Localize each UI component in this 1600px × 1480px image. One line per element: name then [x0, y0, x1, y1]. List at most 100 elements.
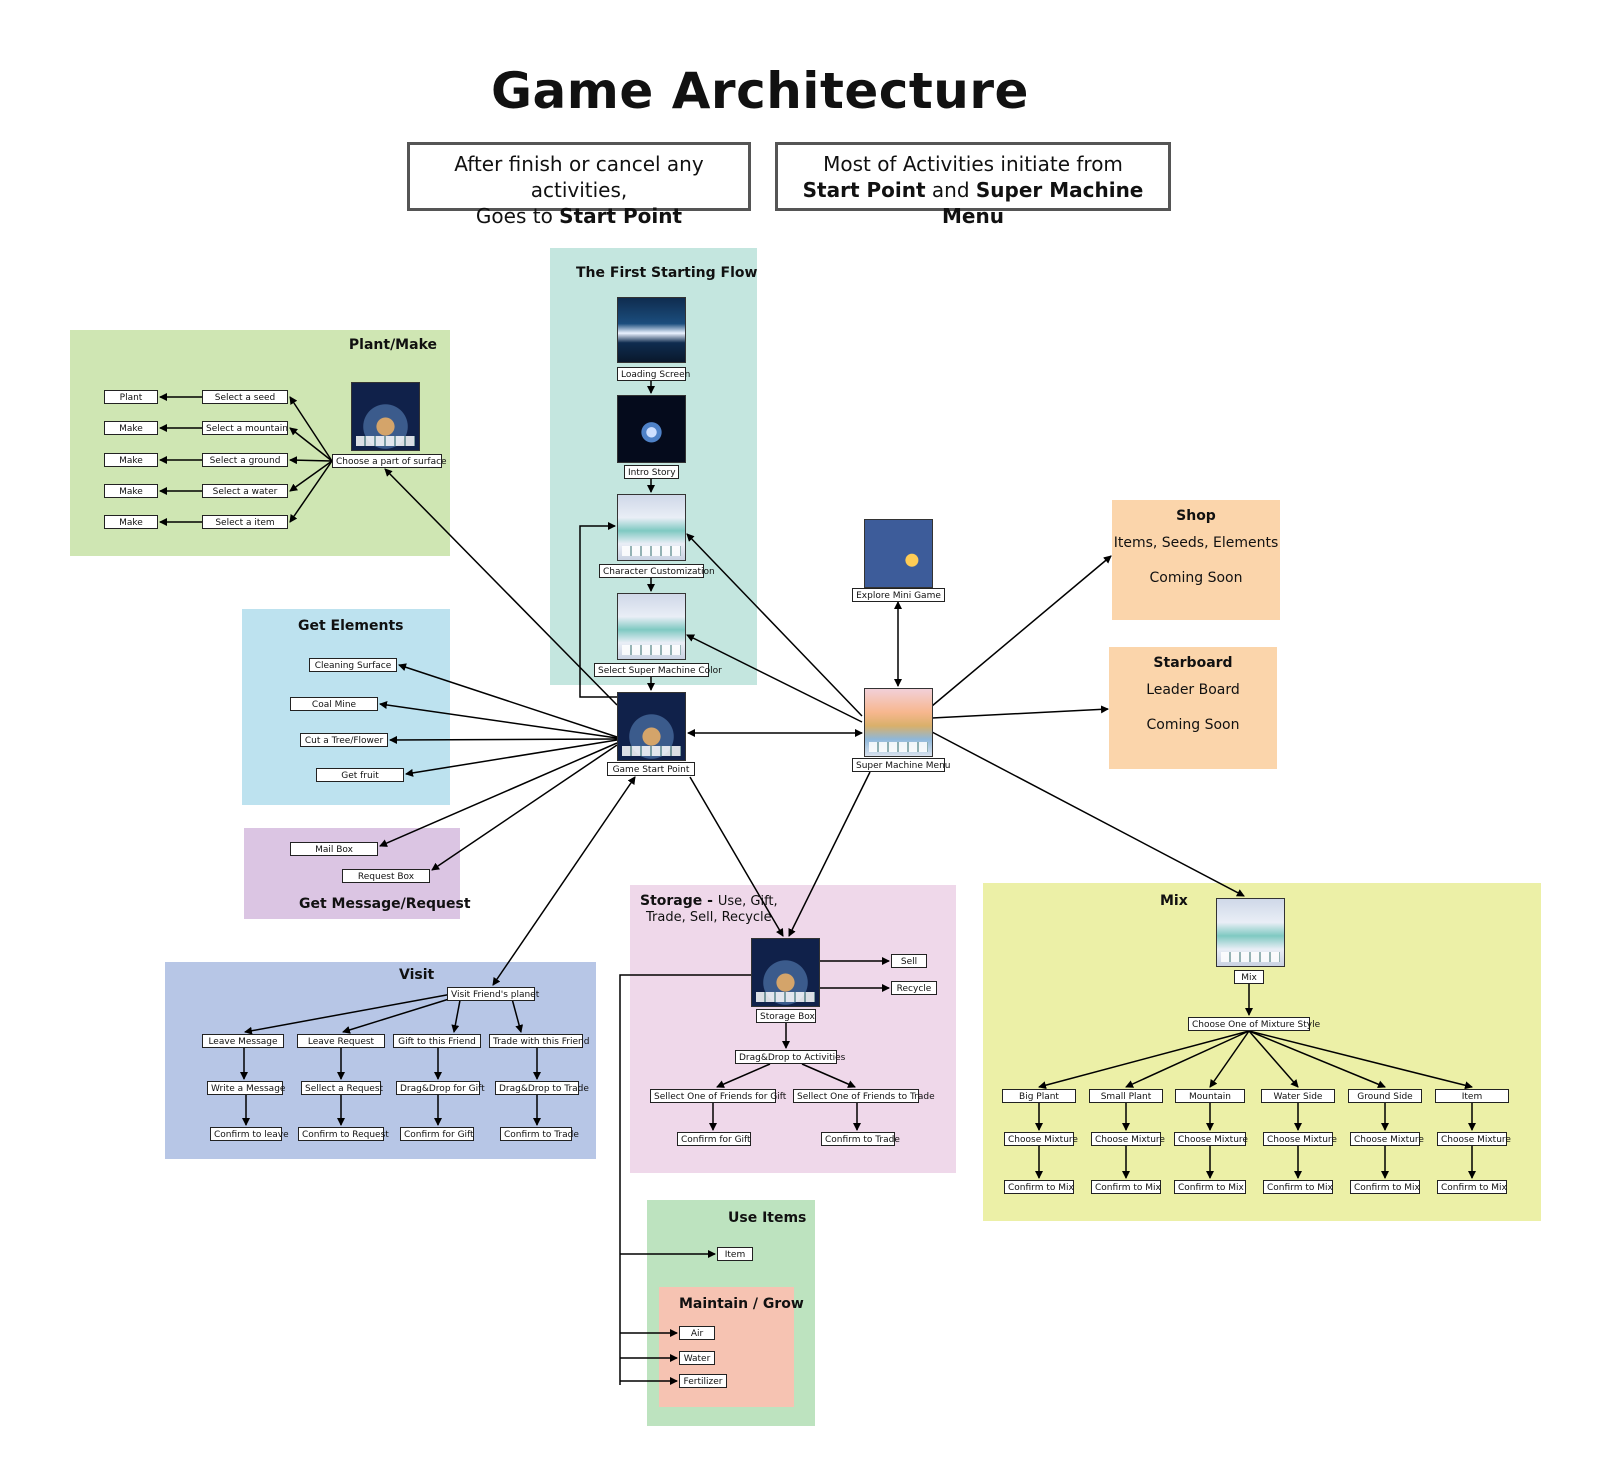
node-select-mountain[interactable]: Select a mountain	[202, 421, 288, 435]
node-big-plant[interactable]: Big Plant	[1002, 1089, 1076, 1103]
node-choose-mixture-5[interactable]: Choose Mixture	[1350, 1132, 1424, 1146]
node-confirm-mix-4[interactable]: Confirm to Mix	[1263, 1180, 1333, 1194]
node-visit-friends-planet[interactable]: Visit Friend's planet	[447, 987, 539, 1001]
node-water-side[interactable]: Water Side	[1261, 1089, 1335, 1103]
note-left-line2-pre: Goes to	[475, 204, 560, 228]
node-select-seed[interactable]: Select a seed	[202, 390, 288, 404]
panel-maintain-grow: Maintain / Grow	[659, 1287, 804, 1407]
node-select-request[interactable]: Sellect a Request	[301, 1081, 383, 1095]
node-game-start-point[interactable]: Game Start Point	[607, 762, 695, 776]
node-water-maintain[interactable]: Water	[679, 1351, 715, 1365]
node-confirm-request[interactable]: Confirm to Request	[298, 1127, 389, 1141]
storage-box-thumbnail	[751, 938, 820, 1007]
panel-title-starboard: Starboard	[1153, 655, 1233, 671]
node-select-friend-gift[interactable]: Sellect One of Friends for Gift	[650, 1089, 786, 1103]
node-write-message[interactable]: Write a Message	[207, 1081, 285, 1095]
node-select-friend-trade[interactable]: Sellect One of Friends to Trade	[793, 1089, 935, 1103]
node-select-item[interactable]: Select a item	[202, 515, 288, 529]
panel-title-get-elements: Get Elements	[298, 618, 404, 634]
plant-surface-thumbnail	[351, 382, 420, 451]
node-use-item[interactable]: Item	[717, 1247, 753, 1261]
node-character-customization[interactable]: Character Customization	[599, 564, 715, 578]
node-confirm-trade-storage[interactable]: Confirm to Trade	[821, 1132, 900, 1146]
node-trade-with-friend[interactable]: Trade with this Friend	[489, 1034, 589, 1048]
loading-screen-thumbnail	[617, 297, 686, 363]
node-get-fruit[interactable]: Get fruit	[316, 768, 404, 782]
node-confirm-mix-6[interactable]: Confirm to Mix	[1437, 1180, 1507, 1194]
node-ground-side[interactable]: Ground Side	[1348, 1089, 1422, 1103]
node-storage-box[interactable]: Storage Box	[756, 1009, 816, 1023]
panel-title-plant-make: Plant/Make	[348, 337, 437, 353]
node-confirm-gift-visit[interactable]: Confirm for Gift	[400, 1127, 474, 1141]
node-make-4[interactable]: Make	[104, 515, 158, 529]
node-intro-story[interactable]: Intro Story	[624, 465, 679, 479]
node-confirm-leave[interactable]: Confirm to leave	[210, 1127, 289, 1141]
node-plant[interactable]: Plant	[104, 390, 158, 404]
super-machine-menu-thumbnail	[864, 688, 933, 757]
node-fertilizer[interactable]: Fertilizer	[679, 1374, 727, 1388]
node-leave-request[interactable]: Leave Request	[297, 1034, 385, 1048]
node-small-plant[interactable]: Small Plant	[1089, 1089, 1163, 1103]
panel-storage: Storage - Use, Gift, Trade, Sell, Recycl…	[630, 885, 956, 1173]
note-left-line1: After finish or cancel any activities,	[454, 152, 704, 202]
node-choose-mixture-6[interactable]: Choose Mixture	[1437, 1132, 1511, 1146]
node-make-2[interactable]: Make	[104, 453, 158, 467]
node-confirm-mix-3[interactable]: Confirm to Mix	[1174, 1180, 1246, 1194]
mix-thumbnail	[1216, 898, 1285, 967]
node-confirm-mix-5[interactable]: Confirm to Mix	[1350, 1180, 1420, 1194]
node-mail-box[interactable]: Mail Box	[290, 842, 378, 856]
starboard-leader-board: Leader Board	[1146, 682, 1240, 698]
node-mix[interactable]: Mix	[1234, 970, 1264, 984]
arrow-gsp-visit	[492, 776, 636, 986]
node-dnd-trade[interactable]: Drag&Drop to Trade	[495, 1081, 589, 1095]
node-loading-screen[interactable]: Loading Screen	[617, 367, 690, 381]
node-air[interactable]: Air	[679, 1326, 715, 1340]
node-dnd-gift[interactable]: Drag&Drop for Gift	[396, 1081, 485, 1095]
node-super-machine-menu[interactable]: Super Machine Menu	[852, 758, 950, 772]
node-cut-tree-flower[interactable]: Cut a Tree/Flower	[300, 733, 388, 747]
super-machine-color-thumbnail	[617, 593, 686, 660]
page-title: Game Architecture	[491, 62, 1029, 120]
node-gift-to-friend[interactable]: Gift to this Friend	[393, 1034, 481, 1048]
node-request-box[interactable]: Request Box	[342, 869, 430, 883]
node-choose-mixture-1[interactable]: Choose Mixture	[1004, 1132, 1078, 1146]
node-cleaning-surface[interactable]: Cleaning Surface	[309, 658, 397, 672]
node-make-1[interactable]: Make	[104, 421, 158, 435]
node-confirm-mix-2[interactable]: Confirm to Mix	[1091, 1180, 1161, 1194]
node-select-ground[interactable]: Select a ground	[202, 453, 288, 467]
node-drag-drop-activities[interactable]: Drag&Drop to Activities	[735, 1050, 845, 1064]
node-select-water[interactable]: Select a water	[202, 484, 288, 498]
node-make-3[interactable]: Make	[104, 484, 158, 498]
note-activities-initiate: Most of Activities initiate from Start P…	[775, 142, 1171, 228]
node-coal-mine[interactable]: Coal Mine	[290, 697, 378, 711]
node-choose-mixture-4[interactable]: Choose Mixture	[1263, 1132, 1337, 1146]
node-choose-mixture-3[interactable]: Choose Mixture	[1174, 1132, 1248, 1146]
note-right-line1: Most of Activities initiate from	[823, 152, 1123, 176]
panel-shop: Shop Items, Seeds, Elements Coming Soon	[1112, 500, 1280, 620]
panel-title-shop: Shop	[1176, 508, 1216, 524]
intro-story-thumbnail	[617, 395, 686, 463]
storage-subtitle: Trade, Sell, Recycle	[646, 910, 772, 925]
node-confirm-gift-storage[interactable]: Confirm for Gift	[677, 1132, 751, 1146]
panel-title-use-items: Use Items	[728, 1210, 807, 1226]
node-recycle[interactable]: Recycle	[891, 981, 937, 995]
node-confirm-mix-1[interactable]: Confirm to Mix	[1004, 1180, 1074, 1194]
node-mountain[interactable]: Mountain	[1175, 1089, 1245, 1103]
node-explore-mini-game[interactable]: Explore Mini Game	[852, 588, 945, 602]
panel-title-mix: Mix	[1160, 893, 1188, 909]
arrow-smm-shop	[931, 555, 1112, 707]
node-choose-mixture-style[interactable]: Choose One of Mixture Style	[1188, 1017, 1320, 1031]
node-leave-message[interactable]: Leave Message	[202, 1034, 284, 1048]
panel-starboard: Starboard Leader Board Coming Soon	[1109, 647, 1277, 769]
node-choose-mixture-2[interactable]: Choose Mixture	[1091, 1132, 1165, 1146]
note-right-bold2: Super Machine Menu	[942, 178, 1144, 228]
node-choose-surface[interactable]: Choose a part of surface	[332, 454, 447, 468]
node-confirm-trade-visit[interactable]: Confirm to Trade	[500, 1127, 579, 1141]
node-mix-item[interactable]: Item	[1435, 1089, 1509, 1103]
explore-mini-game-thumbnail	[864, 519, 933, 588]
node-select-super-machine-color[interactable]: Select Super Machine Color	[594, 663, 722, 677]
game-start-point-thumbnail	[617, 692, 686, 761]
panel-title-storage: Storage - Use, Gift,	[640, 893, 778, 909]
node-sell[interactable]: Sell	[891, 954, 927, 968]
note-left-line2-bold: Start Point	[559, 204, 683, 228]
